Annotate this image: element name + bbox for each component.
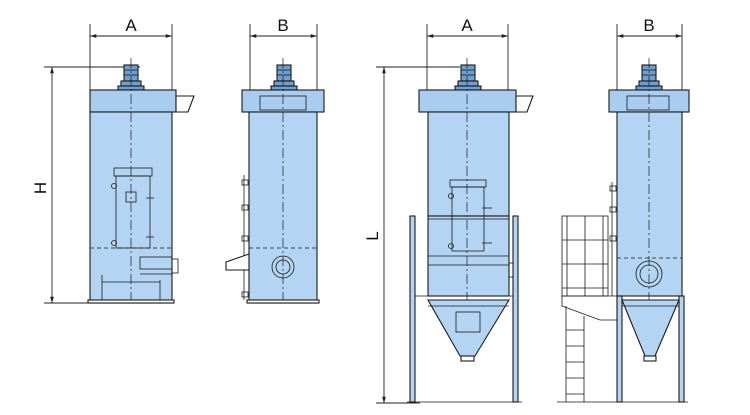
motor [460, 64, 476, 82]
filter-body [616, 111, 683, 297]
ladder-platform [561, 215, 618, 402]
dimension-label-l: L [363, 231, 382, 240]
view1-front-short: A H [31, 16, 195, 304]
dimension-label-b: B [277, 16, 288, 35]
hopper [427, 299, 510, 357]
dimension-label-h: H [31, 182, 50, 194]
dimension-label-b: B [643, 16, 654, 35]
motor [276, 64, 292, 82]
support-leg [616, 295, 623, 403]
hopper [621, 299, 680, 357]
support-leg [512, 215, 519, 403]
dimension-label-a: A [125, 16, 137, 35]
header-box [89, 89, 177, 113]
support-leg [409, 215, 416, 403]
support-leg [678, 295, 685, 403]
view4-side-tall: B [557, 16, 690, 403]
dimension-label-a: A [461, 16, 473, 35]
view3-front-tall: A L [363, 16, 534, 404]
access-door [451, 186, 485, 252]
view2-side-short: B [225, 16, 325, 304]
header-box [418, 89, 517, 113]
access-door [115, 175, 151, 249]
filter-body [427, 111, 510, 217]
